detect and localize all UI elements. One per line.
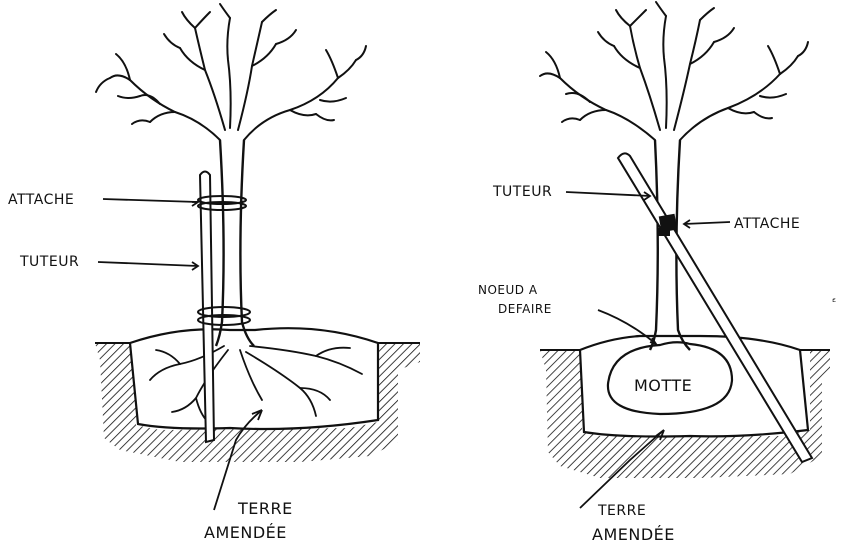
right-label-amendee: AMENDÉE [592,525,675,544]
left-label-amendee: AMENDÉE [204,523,287,542]
right-label-noeud-line2: DEFAIRE [498,302,552,316]
left-figure: ATTACHE TUTEUR TERRE AMENDÉE [8,4,420,542]
left-label-attache: ATTACHE [8,192,74,208]
left-crown [96,4,366,140]
right-label-noeud-line1: NOEUD A [478,283,538,297]
right-label-terre: TERRE [597,503,646,519]
right-tie-lower [658,228,670,236]
right-label-tuteur: TUTEUR [492,184,552,200]
left-label-terre: TERRE [237,499,293,518]
right-crown [540,2,808,140]
right-figure: TUTEUR ATTACHE NOEUD A DEFAIRE MOTTE TER… [478,2,837,544]
right-label-attache: ATTACHE [734,216,800,232]
right-stray-mark: ᵋ [832,295,837,309]
right-label-motte: MOTTE [634,376,692,395]
left-label-tuteur: TUTEUR [19,254,79,270]
